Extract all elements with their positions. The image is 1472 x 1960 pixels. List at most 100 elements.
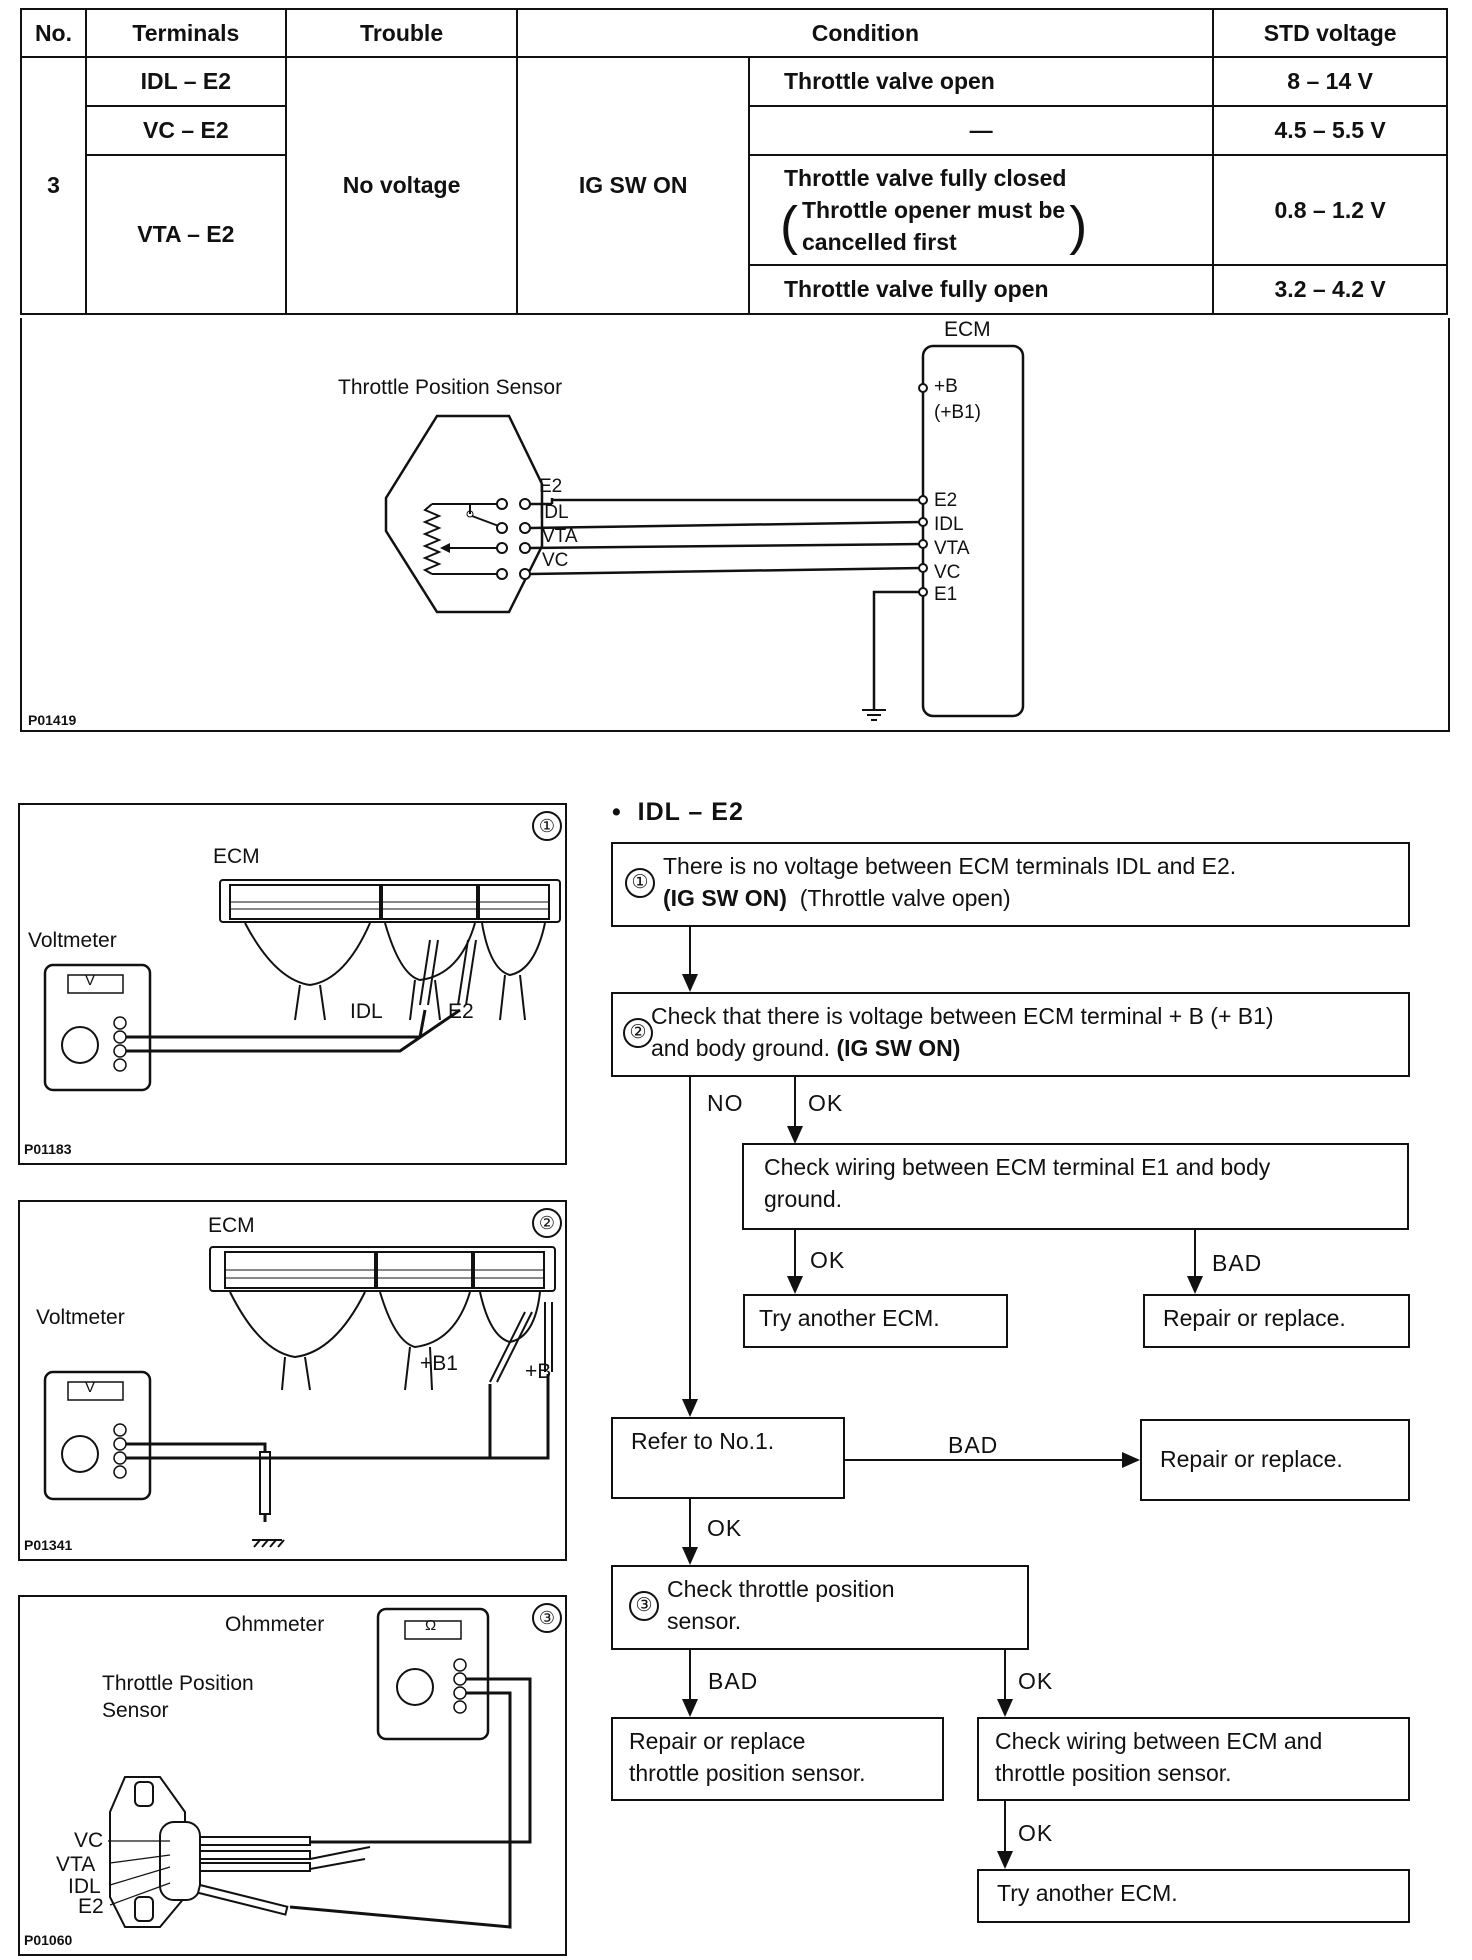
sensor-pins	[496, 498, 531, 580]
panel-index: ③	[532, 1603, 562, 1633]
panel-ecm-label: ECM	[208, 1214, 255, 1237]
probe-label-b1: +B1	[420, 1352, 458, 1375]
panel-ecm-label: ECM	[213, 845, 260, 868]
check-e1-line-1: Check wiring between ECM terminal E1 and…	[764, 1154, 1271, 1180]
try-another-ecm-text: Try another ECM.	[759, 1305, 940, 1331]
header-no: No.	[20, 8, 87, 58]
flow-heading-text: IDL – E2	[637, 798, 744, 826]
label-ok: OK	[707, 1515, 743, 1541]
header-trouble: Trouble	[284, 8, 519, 58]
ground-wire	[872, 590, 919, 710]
voltmeter-body	[43, 963, 152, 1092]
meter-face: Ω	[425, 1617, 437, 1634]
pin-label-vc: VC	[74, 1829, 104, 1852]
panel-code: P01060	[24, 1932, 73, 1948]
try-another-ecm-text: Try another ECM.	[997, 1880, 1178, 1906]
figure-code: P01419	[28, 712, 77, 728]
table-row: Throttle valve fully open 3.2 – 4.2 V	[21, 264, 1448, 315]
ecm-pin-e2: E2	[934, 490, 958, 511]
panel-code: P01183	[24, 1141, 72, 1157]
cell-trouble: No voltage	[284, 56, 519, 315]
panel-index: ①	[532, 811, 562, 841]
ecm-pin-b1: (+B1)	[934, 402, 981, 423]
sensor-pin-e2: E2	[539, 476, 563, 497]
step-3-line-1: Check throttle position	[667, 1576, 895, 1602]
pin-label-idl: IDL	[68, 1875, 101, 1898]
label-ok: OK	[1018, 1668, 1054, 1694]
header-std-voltage: STD voltage	[1212, 8, 1448, 58]
meter-face: V	[85, 1379, 96, 1396]
meter-label: Voltmeter	[28, 929, 117, 952]
cell-terminals: IDL – E2	[84, 56, 287, 107]
cell-ig: IG SW ON	[516, 56, 750, 315]
table-row: VTA – E2 Throttle valve fully closed Thr…	[21, 154, 1448, 315]
step-3-line-2: sensor.	[667, 1608, 742, 1634]
sensor-body-outline	[384, 414, 544, 614]
label-bad: BAD	[708, 1668, 759, 1694]
repair-replace-box: Repair or replace.	[1140, 1419, 1410, 1501]
header-terminals: Terminals	[84, 8, 287, 58]
meter-label: Voltmeter	[36, 1306, 125, 1329]
cell-condition: —	[747, 105, 1215, 156]
sensor-pin-idl: IDL	[539, 502, 569, 523]
cell-voltage: 4.5 – 5.5 V	[1212, 105, 1448, 156]
probe-label-e2: E2	[448, 1000, 474, 1023]
cell-voltage: 3.2 – 4.2 V	[1212, 264, 1448, 315]
bullet-icon: •	[612, 798, 638, 826]
refer-no1-text: Refer to No.1.	[631, 1428, 775, 1454]
cell-terminals: VTA – E2	[84, 154, 287, 315]
repair-tps-box: Repair or replace throttle position sens…	[611, 1717, 944, 1801]
step-3-number: ③	[629, 1591, 659, 1621]
sensor-pin-vta: VTA	[542, 526, 578, 547]
meter-face: V	[85, 972, 96, 989]
wiring-diagram: Throttle Position Sensor ECM E2 IDL VTA …	[20, 318, 1450, 732]
sensor-title: Throttle Position Sensor	[338, 376, 563, 399]
repair-replace-text: Repair or replace.	[1160, 1446, 1343, 1472]
label-ok: OK	[808, 1090, 844, 1116]
step-2-ig: (IG SW ON)	[836, 1035, 961, 1061]
probe-label-idl: IDL	[350, 1000, 383, 1023]
step-2-box: ② Check that there is voltage between EC…	[611, 992, 1410, 1077]
resistor-symbol	[422, 503, 442, 575]
table-header-row: No. Terminals Trouble Condition STD volt…	[20, 8, 1448, 58]
condition-note: Throttle opener must be cancelled first	[780, 194, 1088, 258]
sensor-label-1: Throttle Position	[102, 1672, 254, 1695]
meter-label: Ohmmeter	[225, 1613, 325, 1636]
sensor-label-2: Sensor	[102, 1699, 169, 1722]
refer-no1-box: Refer to No.1.	[611, 1417, 845, 1499]
ecm-pins	[918, 383, 928, 597]
panel-index: ②	[532, 1208, 562, 1238]
condition-note-line-1: Throttle opener must be	[801, 197, 1066, 223]
panel-code: P01341	[24, 1537, 73, 1553]
condition-main: Throttle valve fully closed	[783, 165, 1067, 191]
try-another-ecm-box: Try another ECM.	[743, 1294, 1008, 1348]
wiring-diagram-svg	[384, 344, 1025, 721]
pin-label-e2: E2	[78, 1895, 104, 1918]
header-condition: Condition	[516, 8, 1215, 58]
check-wiring-line-1: Check wiring between ECM and	[995, 1728, 1323, 1754]
step-2-line-2: and body ground.	[651, 1035, 831, 1061]
pin-label-vta: VTA	[56, 1853, 96, 1876]
ecm-pin-vc: VC	[934, 562, 961, 583]
cell-condition: Throttle valve fully open	[747, 264, 1215, 315]
condition-note-line-2: cancelled first	[801, 229, 957, 255]
harness-wires	[529, 498, 923, 576]
repair-tps-line-2: throttle position sensor.	[629, 1760, 866, 1786]
check-e1-box: Check wiring between ECM terminal E1 and…	[742, 1143, 1409, 1230]
panel-ohmmeter: ③ Ohmmeter Ω Throttle Position Sensor VC…	[18, 1595, 567, 1956]
ecm-pin-e1: E1	[934, 584, 958, 605]
label-ok: OK	[810, 1247, 846, 1273]
check-wiring-box: Check wiring between ECM and throttle po…	[977, 1717, 1410, 1801]
ground-symbol	[862, 709, 886, 721]
panel-2-illustration	[43, 1246, 556, 1548]
step-2-number: ②	[623, 1018, 653, 1048]
table-row: 3 IDL – E2 No voltage IG SW ON Throttle …	[20, 56, 1448, 315]
table-row: VC – E2 — 4.5 – 5.5 V	[21, 105, 1448, 156]
ecm-pin-idl: IDL	[934, 514, 964, 535]
label-ok: OK	[1018, 1820, 1054, 1846]
step-1-condition: (Throttle valve open)	[799, 885, 1011, 911]
sensor-pin-vc: VC	[542, 550, 569, 571]
cell-no: 3	[20, 56, 87, 315]
ecm-title: ECM	[944, 318, 991, 341]
panel-voltmeter-idl: ① ECM Voltmeter V IDL E2 P01183	[18, 803, 567, 1165]
